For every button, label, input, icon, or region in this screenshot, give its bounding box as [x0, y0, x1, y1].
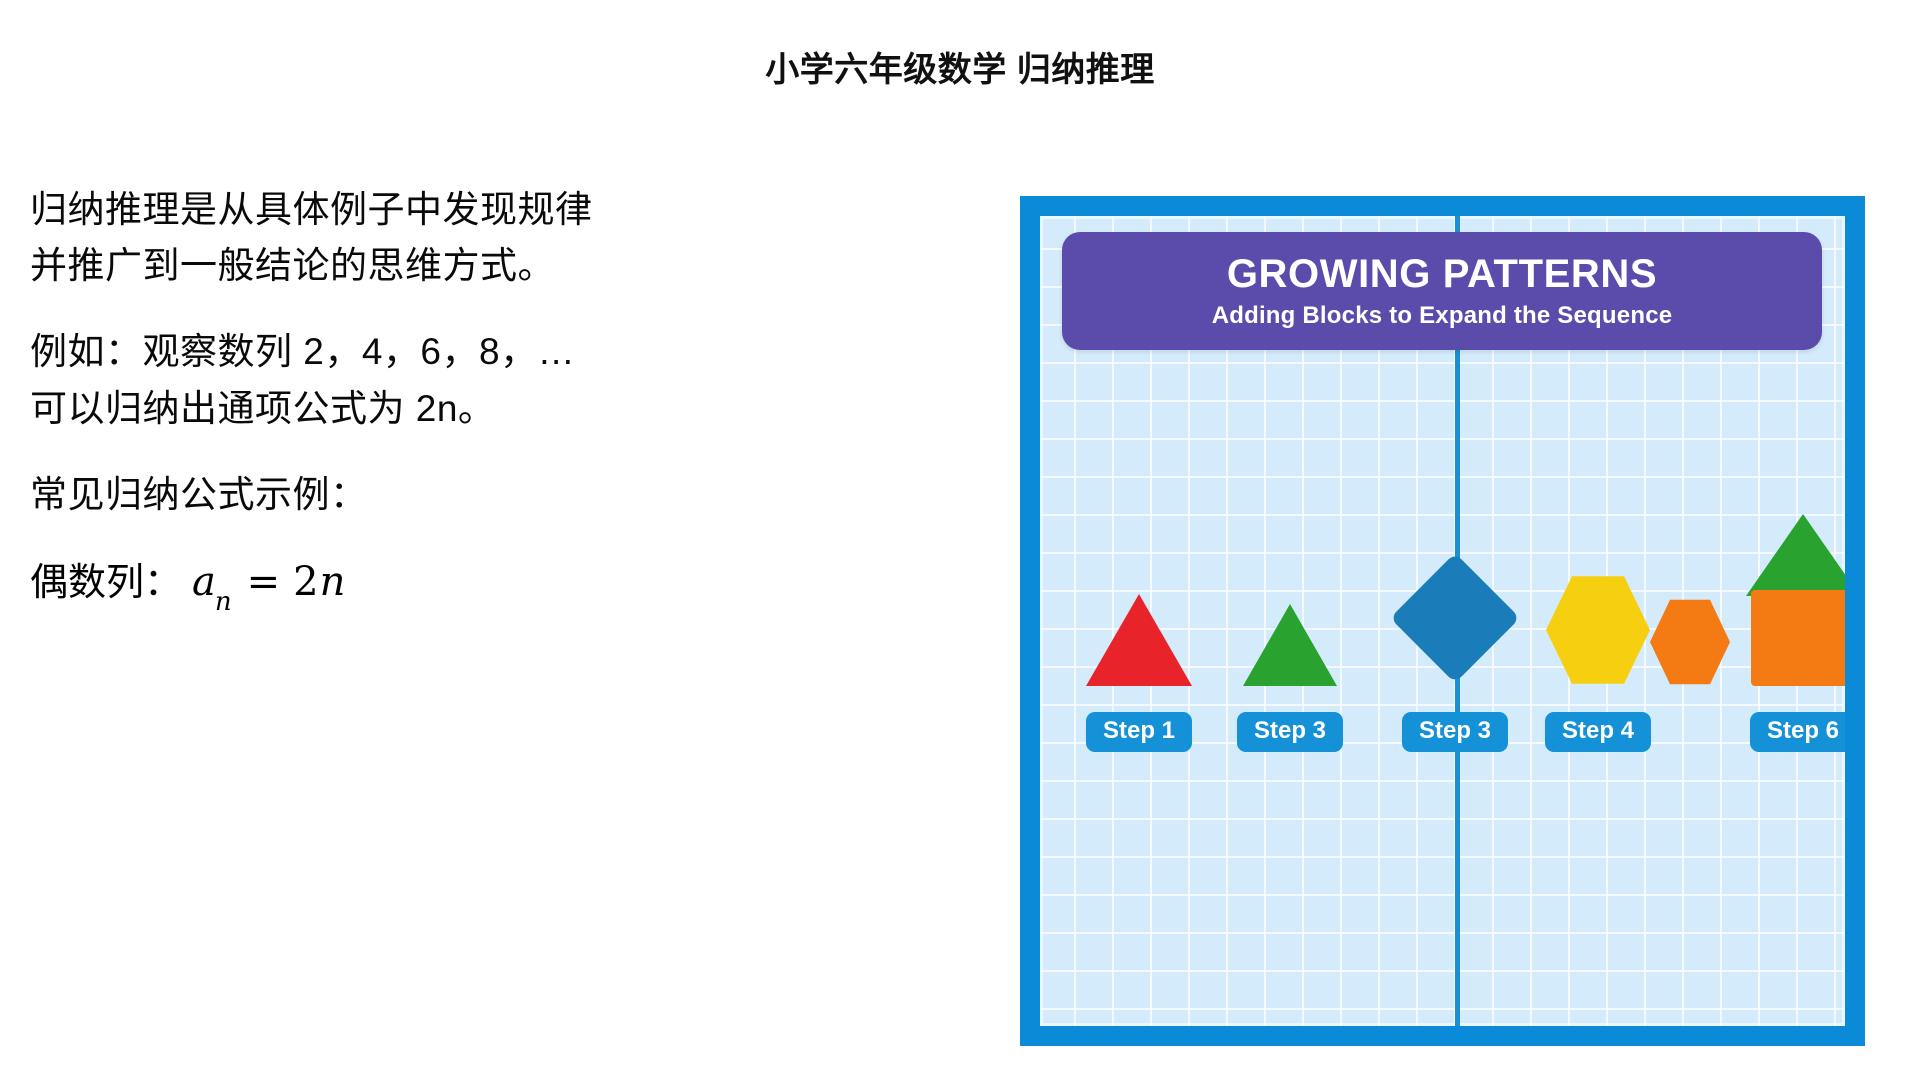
pattern-step-5[interactable]: Step 6 — [1728, 452, 1845, 752]
shape-container-extra — [1640, 456, 1740, 686]
shape-container-2 — [1215, 456, 1365, 686]
example-line-2: 可以归纳出通项公式为 2n。 — [30, 387, 496, 429]
pattern-step-3[interactable]: Step 3 — [1380, 452, 1530, 752]
page-title: 小学六年级数学 归纳推理 — [765, 51, 1155, 89]
step-badge-4[interactable]: Step 4 — [1544, 712, 1652, 752]
definition-line-1: 归纳推理是从具体例子中发现规律 — [30, 189, 593, 230]
house-shape — [1746, 514, 1845, 686]
hexagon-shape-orange — [1650, 599, 1730, 685]
shape-container-4 — [1523, 456, 1673, 686]
shape-container-1 — [1064, 456, 1214, 686]
step-badge-1[interactable]: Step 1 — [1085, 712, 1193, 752]
shape-container-5 — [1728, 456, 1845, 686]
triangle-shape-red — [1086, 594, 1192, 686]
pattern-step-2[interactable]: Step 3 — [1215, 452, 1365, 752]
diamond-shape-blue — [1389, 552, 1521, 684]
shape-container-3 — [1380, 456, 1530, 686]
example-paragraph: 例如：观察数列 2，4，6，8，… 可以归纳出通项公式为 2n。 — [30, 324, 790, 436]
illustration-banner: GROWING PATTERNS Adding Blocks to Expand… — [1062, 232, 1822, 350]
illustration-panel: GROWING PATTERNS Adding Blocks to Expand… — [1020, 196, 1865, 1046]
step-badge-3[interactable]: Step 3 — [1401, 712, 1509, 752]
square-shape-orange — [1751, 590, 1845, 686]
hexagon-shape-yellow — [1546, 576, 1650, 684]
grid-canvas: GROWING PATTERNS Adding Blocks to Expand… — [1040, 216, 1845, 1026]
banner-subtitle: Adding Blocks to Expand the Sequence — [1211, 302, 1673, 330]
formula-variable: n — [319, 559, 347, 606]
definition-paragraph: 归纳推理是从具体例子中发现规律 并推广到一般结论的思维方式。 — [30, 182, 790, 294]
step-badge-5[interactable]: Step 6 — [1749, 712, 1845, 752]
pattern-sequence: Step 1 Step 3 Step 3 St — [1040, 452, 1845, 752]
formulas-heading: 常见归纳公式示例： — [30, 473, 368, 515]
formula-operator: = — [246, 559, 282, 606]
formula-expression: an=2n — [192, 559, 347, 617]
example-line-1: 例如：观察数列 2，4，6，8，… — [30, 331, 576, 373]
triangle-shape-green — [1243, 604, 1337, 686]
formula-subscript: n — [214, 587, 233, 618]
step-badge-2[interactable]: Step 3 — [1236, 712, 1344, 752]
pattern-step-1[interactable]: Step 1 — [1064, 452, 1214, 752]
triangle-roof-green — [1746, 514, 1845, 596]
pattern-step-4[interactable]: Step 4 — [1523, 452, 1673, 752]
formula-even-sequence: 偶数列： an=2n — [30, 551, 790, 617]
definition-line-2: 并推广到一般结论的思维方式。 — [30, 245, 555, 287]
formula-term: a — [192, 559, 217, 606]
formula-label: 偶数列： — [30, 560, 183, 605]
pattern-extra-shape[interactable] — [1640, 452, 1740, 752]
banner-title: GROWING PATTERNS — [1226, 252, 1658, 297]
lesson-text-column: 归纳推理是从具体例子中发现规律 并推广到一般结论的思维方式。 例如：观察数列 2… — [30, 182, 790, 617]
formula-coefficient: 2 — [293, 559, 320, 606]
